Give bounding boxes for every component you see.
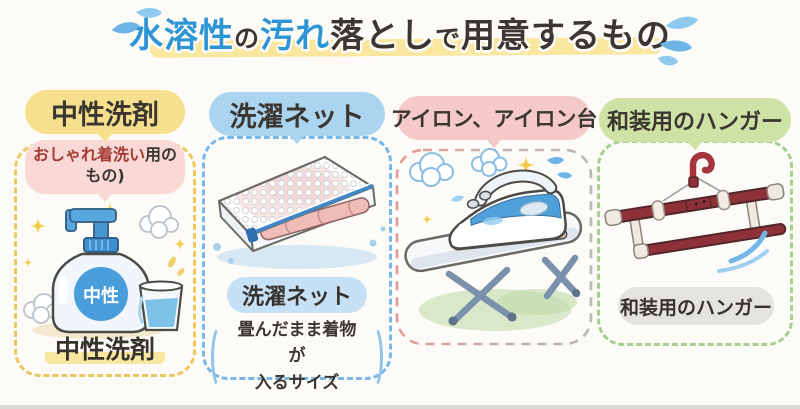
size-note-text: 畳んだまま着物が 入るサイズ <box>237 320 357 393</box>
iron-illustration <box>404 148 583 331</box>
dashed-panel-box: 洗濯ネット 畳んだまま着物が 入るサイズ <box>202 136 392 393</box>
usage-note-badge: おしゃれ着洗い用の もの) <box>25 140 185 194</box>
panel-header-badge: 中性洗剤 <box>25 90 185 134</box>
steam-cloud-icon <box>409 148 508 187</box>
panel-neutral-detergent: 中性洗剤 おしゃれ着洗い用の もの) <box>14 88 196 380</box>
panel-header-label: アイロン、アイロン台 <box>390 107 598 131</box>
kimono-hanger-illustration <box>604 151 787 273</box>
dashed-panel-box: おしゃれ着洗い用の もの) <box>14 140 196 377</box>
detergent-bottle-illustration: 中性 <box>23 202 186 339</box>
swoosh-icon <box>717 230 769 273</box>
note-text-dark: 用の <box>145 145 178 164</box>
title-segment: 汚れ <box>260 16 330 56</box>
title-segment: 落とし <box>330 16 435 56</box>
right-bracket-icon <box>364 324 383 389</box>
water-droplet-icon <box>658 16 698 66</box>
laundry-net-illustration <box>213 155 386 269</box>
dashed-panel-box <box>395 148 593 346</box>
title-segment: の <box>233 24 260 53</box>
sparkle-icon <box>421 156 535 225</box>
bottle-label-text: 中性 <box>83 285 119 307</box>
title-segment: で <box>435 24 462 53</box>
title-segment: 水溶性 <box>128 16 234 56</box>
panel-header-badge: アイロン、アイロン台 <box>391 96 597 140</box>
zipper-pull <box>245 227 259 243</box>
dashed-panel-box: 和装用のハンガー <box>597 140 793 346</box>
page-title: 水溶性の汚れ落としで用意するもの <box>0 8 800 57</box>
water-droplet-icon <box>112 7 162 34</box>
panel-header-badge: 和装用のハンガー <box>599 98 791 142</box>
item-sub-badge: 洗濯ネット <box>227 277 367 313</box>
note-text-red: おしゃれ着洗い <box>32 145 145 164</box>
panel-header-label: 洗濯ネット <box>229 101 365 133</box>
panel-laundry-net: 洗濯ネット <box>202 88 392 393</box>
ironing-board-legs <box>445 254 581 326</box>
steam-cloud-icon <box>23 205 179 324</box>
item-caption: 中性洗剤 <box>17 330 193 366</box>
water-droplet-icon <box>451 157 572 202</box>
note-text-line2: もの) <box>85 165 125 185</box>
panel-header-label: 和装用のハンガー <box>606 110 783 135</box>
title-segment: 用意するもの <box>461 16 672 56</box>
bottom-edge-line <box>0 405 800 409</box>
panel-kimono-hanger: 和装用のハンガー <box>597 88 793 346</box>
hanger-hook <box>688 151 715 188</box>
panel-header-badge: 洗濯ネット <box>209 92 385 136</box>
panel-iron: アイロン、アイロン台 <box>391 88 597 350</box>
iron-body <box>448 169 568 251</box>
size-note: 畳んだまま着物が 入るサイズ <box>211 317 383 396</box>
left-bracket-icon <box>211 324 230 389</box>
panel-header-label: 中性洗剤 <box>51 99 159 131</box>
item-caption: 和装用のハンガー <box>618 287 774 325</box>
measuring-cup <box>138 280 184 332</box>
zipper-line <box>250 184 374 235</box>
pump-bottle: 中性 <box>51 208 151 334</box>
